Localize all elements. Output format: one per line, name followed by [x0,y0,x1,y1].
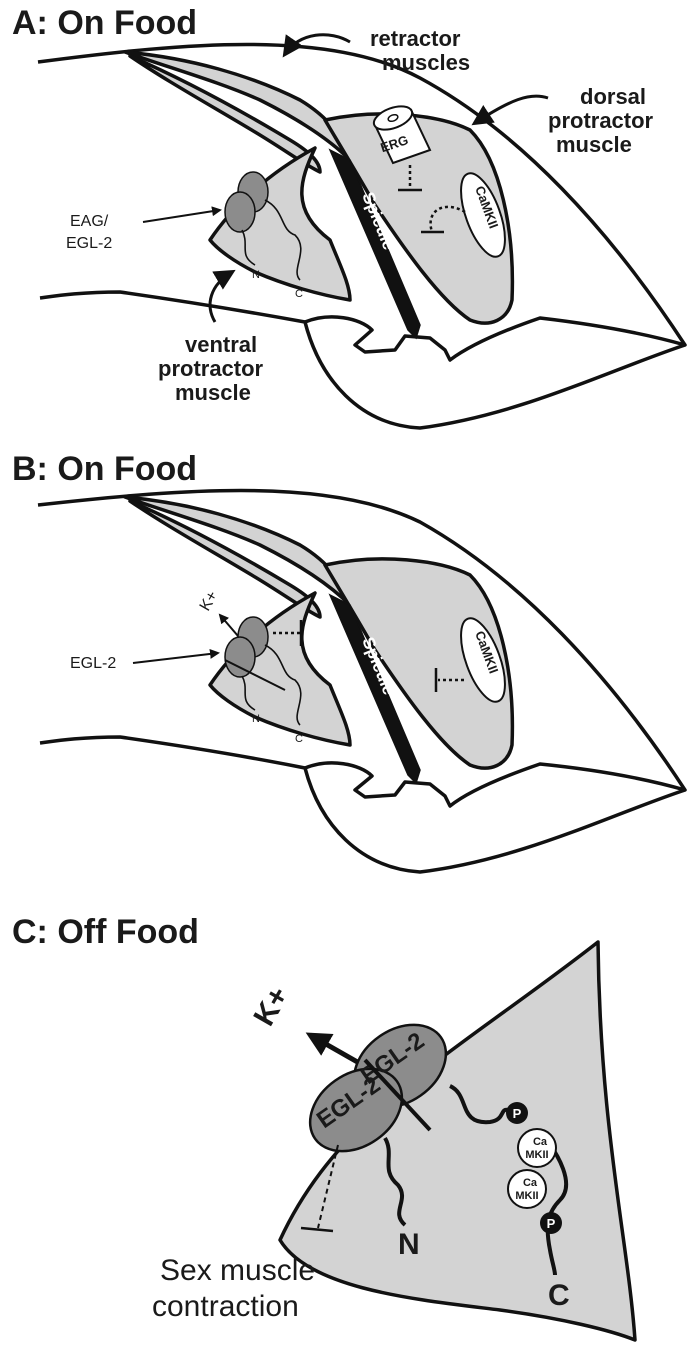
eag-label: EAG/ EGL-2 [66,213,113,252]
ventral-label: ventral protractor muscle [158,332,269,405]
egl2-c-label: C [295,733,303,745]
kplus-c-label: K+ [247,981,295,1031]
eag-subunit-2 [225,192,255,232]
dorsal-label: dorsal protractor muscle [548,84,659,157]
contraction-label: Sex muscle contraction [152,1254,323,1323]
tail-outline-b [38,491,685,872]
c-term-c: C [548,1279,570,1312]
panel-a: A: On Food Spicule ERG CaMKII [12,4,685,428]
eag-n-label: N [252,269,260,281]
ventral-body-wall-b [305,763,685,806]
camkii-c2-ca: Ca [523,1177,538,1189]
kplus-arrow-b [220,615,238,636]
camkii-c1 [518,1129,556,1167]
egl2-subunit-2 [225,637,255,677]
panel-b-title: B: On Food [12,450,197,488]
retractor-label: retractor muscles [370,26,470,75]
eag-c-label: C [295,288,303,300]
panel-c: C: Off Food K+ EGL-2 EGL-2 P P Ca MKII C… [12,913,635,1340]
egl2-n-label: N [252,713,260,725]
camkii-c2 [508,1170,546,1208]
egl2-b-arrow [133,653,218,663]
egl2-b-label: EGL-2 [70,655,116,672]
panel-a-title: A: On Food [12,4,197,42]
camkii-c1-mkii: MKII [525,1149,548,1161]
ventral-body-wall [305,317,685,360]
kplus-b-label: K+ [197,588,222,614]
eag-arrow [143,210,220,222]
phosphate-2-label: P [547,1216,556,1231]
ventral-arrow [210,272,232,322]
phosphate-1-label: P [513,1106,522,1121]
panel-c-title: C: Off Food [12,913,199,951]
n-term-c: N [398,1228,420,1261]
camkii-c1-ca: Ca [533,1136,548,1148]
camkii-c2-mkii: MKII [515,1190,538,1202]
panel-b: B: On Food Spicule CaMKII K+ N C EGL-2 [12,450,685,872]
